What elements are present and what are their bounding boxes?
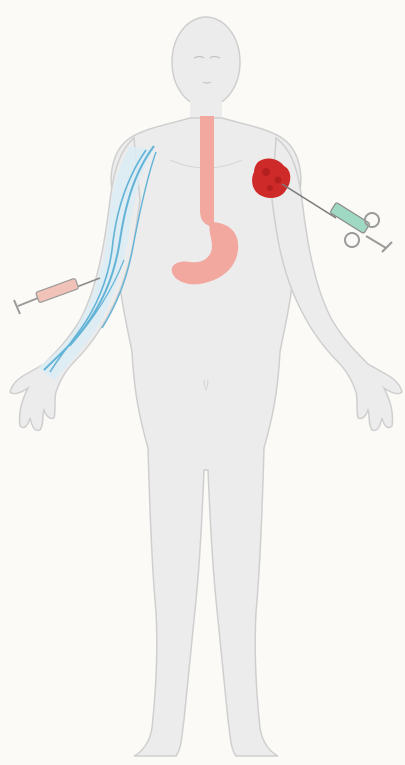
head [172, 17, 240, 107]
tumor-nodule [275, 177, 282, 184]
esophagus [200, 116, 214, 226]
syringe-tumor-finger-ring [345, 233, 359, 247]
syringe-arm-barrel [36, 278, 79, 303]
syringe-arm-plunger-cap [14, 300, 20, 314]
syringe-arm-plunger [18, 298, 38, 306]
left-arm [272, 138, 402, 430]
syringe-tumor-plunger [366, 236, 386, 248]
tumor-nodule [267, 185, 273, 191]
syringe-tumor-finger-ring [365, 213, 379, 227]
tumor-nodule [262, 168, 270, 176]
